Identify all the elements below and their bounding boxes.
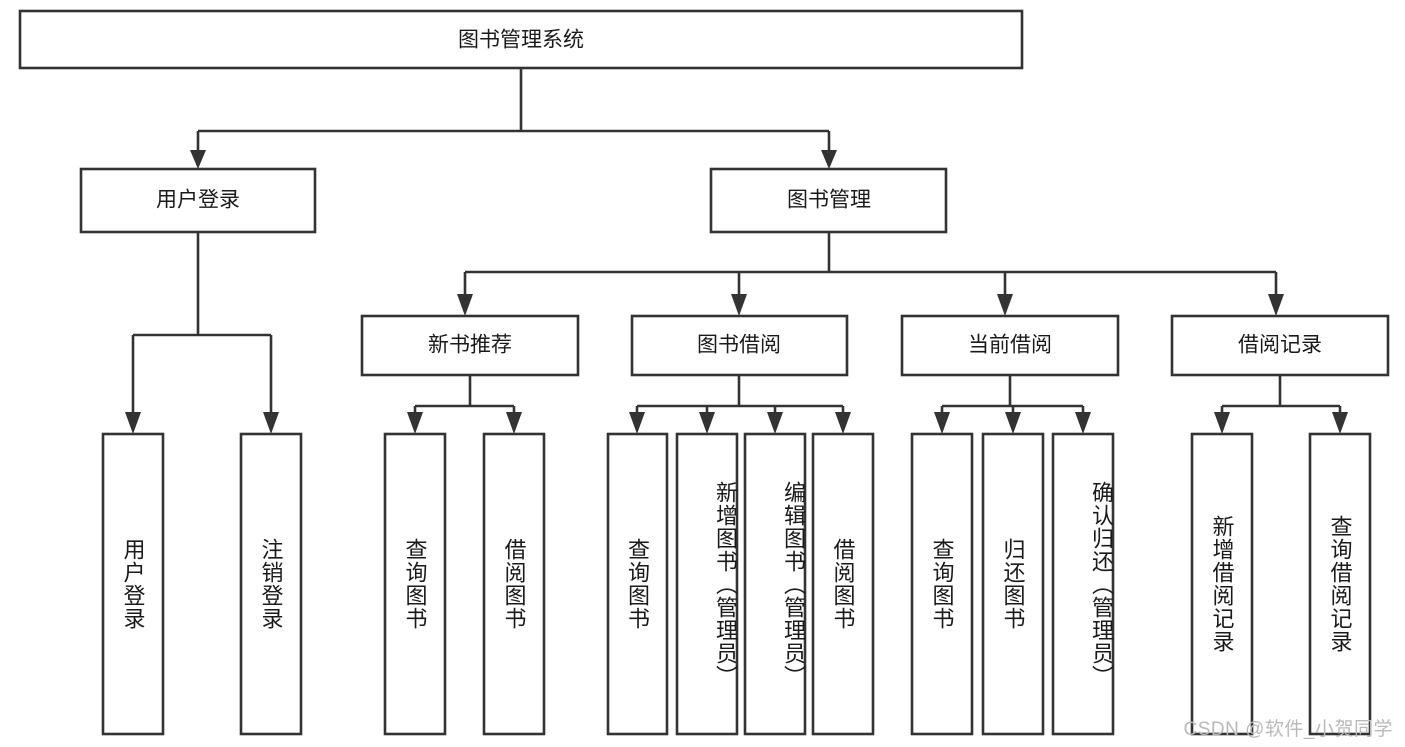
- node-leaf-user-login-box[interactable]: [101, 432, 165, 736]
- arrow-head-leaf-confirm-return-admin: [1075, 412, 1091, 434]
- arrow-head-leaf-query-book-rec: [407, 412, 423, 434]
- node-leaf-confirm-return-admin-box[interactable]: [1051, 432, 1115, 736]
- node-new-book-recommend-label: 新书推荐: [428, 334, 512, 357]
- arrow-head-leaf-query-book-borrow: [629, 412, 645, 434]
- node-leaf-borrow-book-box[interactable]: [811, 432, 875, 736]
- connector-layer: [125, 68, 1348, 434]
- node-leaf-add-book-admin-box[interactable]: [675, 432, 739, 736]
- node-borrow-record-box[interactable]: [1170, 314, 1390, 377]
- arrow-head-leaf-query-borrow-record: [1332, 412, 1348, 434]
- node-leaf-edit-book-admin-box[interactable]: [743, 432, 807, 736]
- arrow-head-new-book-recommend: [457, 294, 473, 316]
- node-user-login-box[interactable]: [79, 167, 317, 234]
- csdn-watermark: CSDN @软件_小贺同学: [1183, 719, 1393, 740]
- arrow-head-leaf-borrow-book-rec: [506, 412, 522, 434]
- node-leaf-add-borrow-record-box[interactable]: [1190, 432, 1254, 736]
- node-current-borrow-label: 当前借阅: [968, 334, 1052, 357]
- arrow-head-leaf-borrow-book: [835, 412, 851, 434]
- node-leaf-query-book-rec-box[interactable]: [383, 432, 447, 736]
- arrow-head-leaf-add-book-admin: [699, 412, 715, 434]
- node-user-login-label: 用户登录: [156, 189, 240, 212]
- arrow-head-leaf-query-book-current: [934, 412, 950, 434]
- node-book-borrow-label: 图书借阅: [697, 334, 781, 357]
- node-leaf-return-book-box[interactable]: [981, 432, 1045, 736]
- node-root-label: 图书管理系统: [458, 29, 584, 52]
- node-leaf-borrow-book-rec-box[interactable]: [482, 432, 546, 736]
- node-book-borrow-box[interactable]: [630, 314, 849, 377]
- arrow-head-leaf-user-logout: [263, 412, 279, 434]
- arrow-head-book-borrow: [731, 294, 747, 316]
- arrow-head-leaf-add-borrow-record: [1214, 412, 1230, 434]
- arrow-head-borrow-record: [1268, 294, 1284, 316]
- arrow-head-current-borrow: [997, 294, 1013, 316]
- node-leaf-user-logout-box[interactable]: [239, 432, 303, 736]
- arrow-head-leaf-return-book: [1005, 412, 1021, 434]
- node-leaf-query-book-borrow-box[interactable]: [606, 432, 669, 736]
- arrow-head-book-management: [821, 150, 837, 169]
- node-leaf-query-book-current-box[interactable]: [910, 432, 974, 736]
- node-layer: 图书管理系统 用户登录 图书管理 新书推荐 图书借阅 当前借阅 借阅记录: [18, 9, 1390, 736]
- node-book-management-box[interactable]: [709, 167, 948, 234]
- node-current-borrow-box[interactable]: [900, 314, 1120, 377]
- arrow-head-leaf-user-login: [125, 412, 141, 434]
- arrow-head-user-login: [190, 150, 206, 169]
- arrow-head-leaf-edit-book-admin: [767, 412, 783, 434]
- node-borrow-record-label: 借阅记录: [1238, 334, 1322, 357]
- node-root-box[interactable]: [18, 9, 1024, 70]
- node-new-book-recommend-box[interactable]: [360, 314, 580, 377]
- node-leaf-query-borrow-record-box[interactable]: [1308, 432, 1372, 736]
- node-book-management-label: 图书管理: [787, 189, 871, 212]
